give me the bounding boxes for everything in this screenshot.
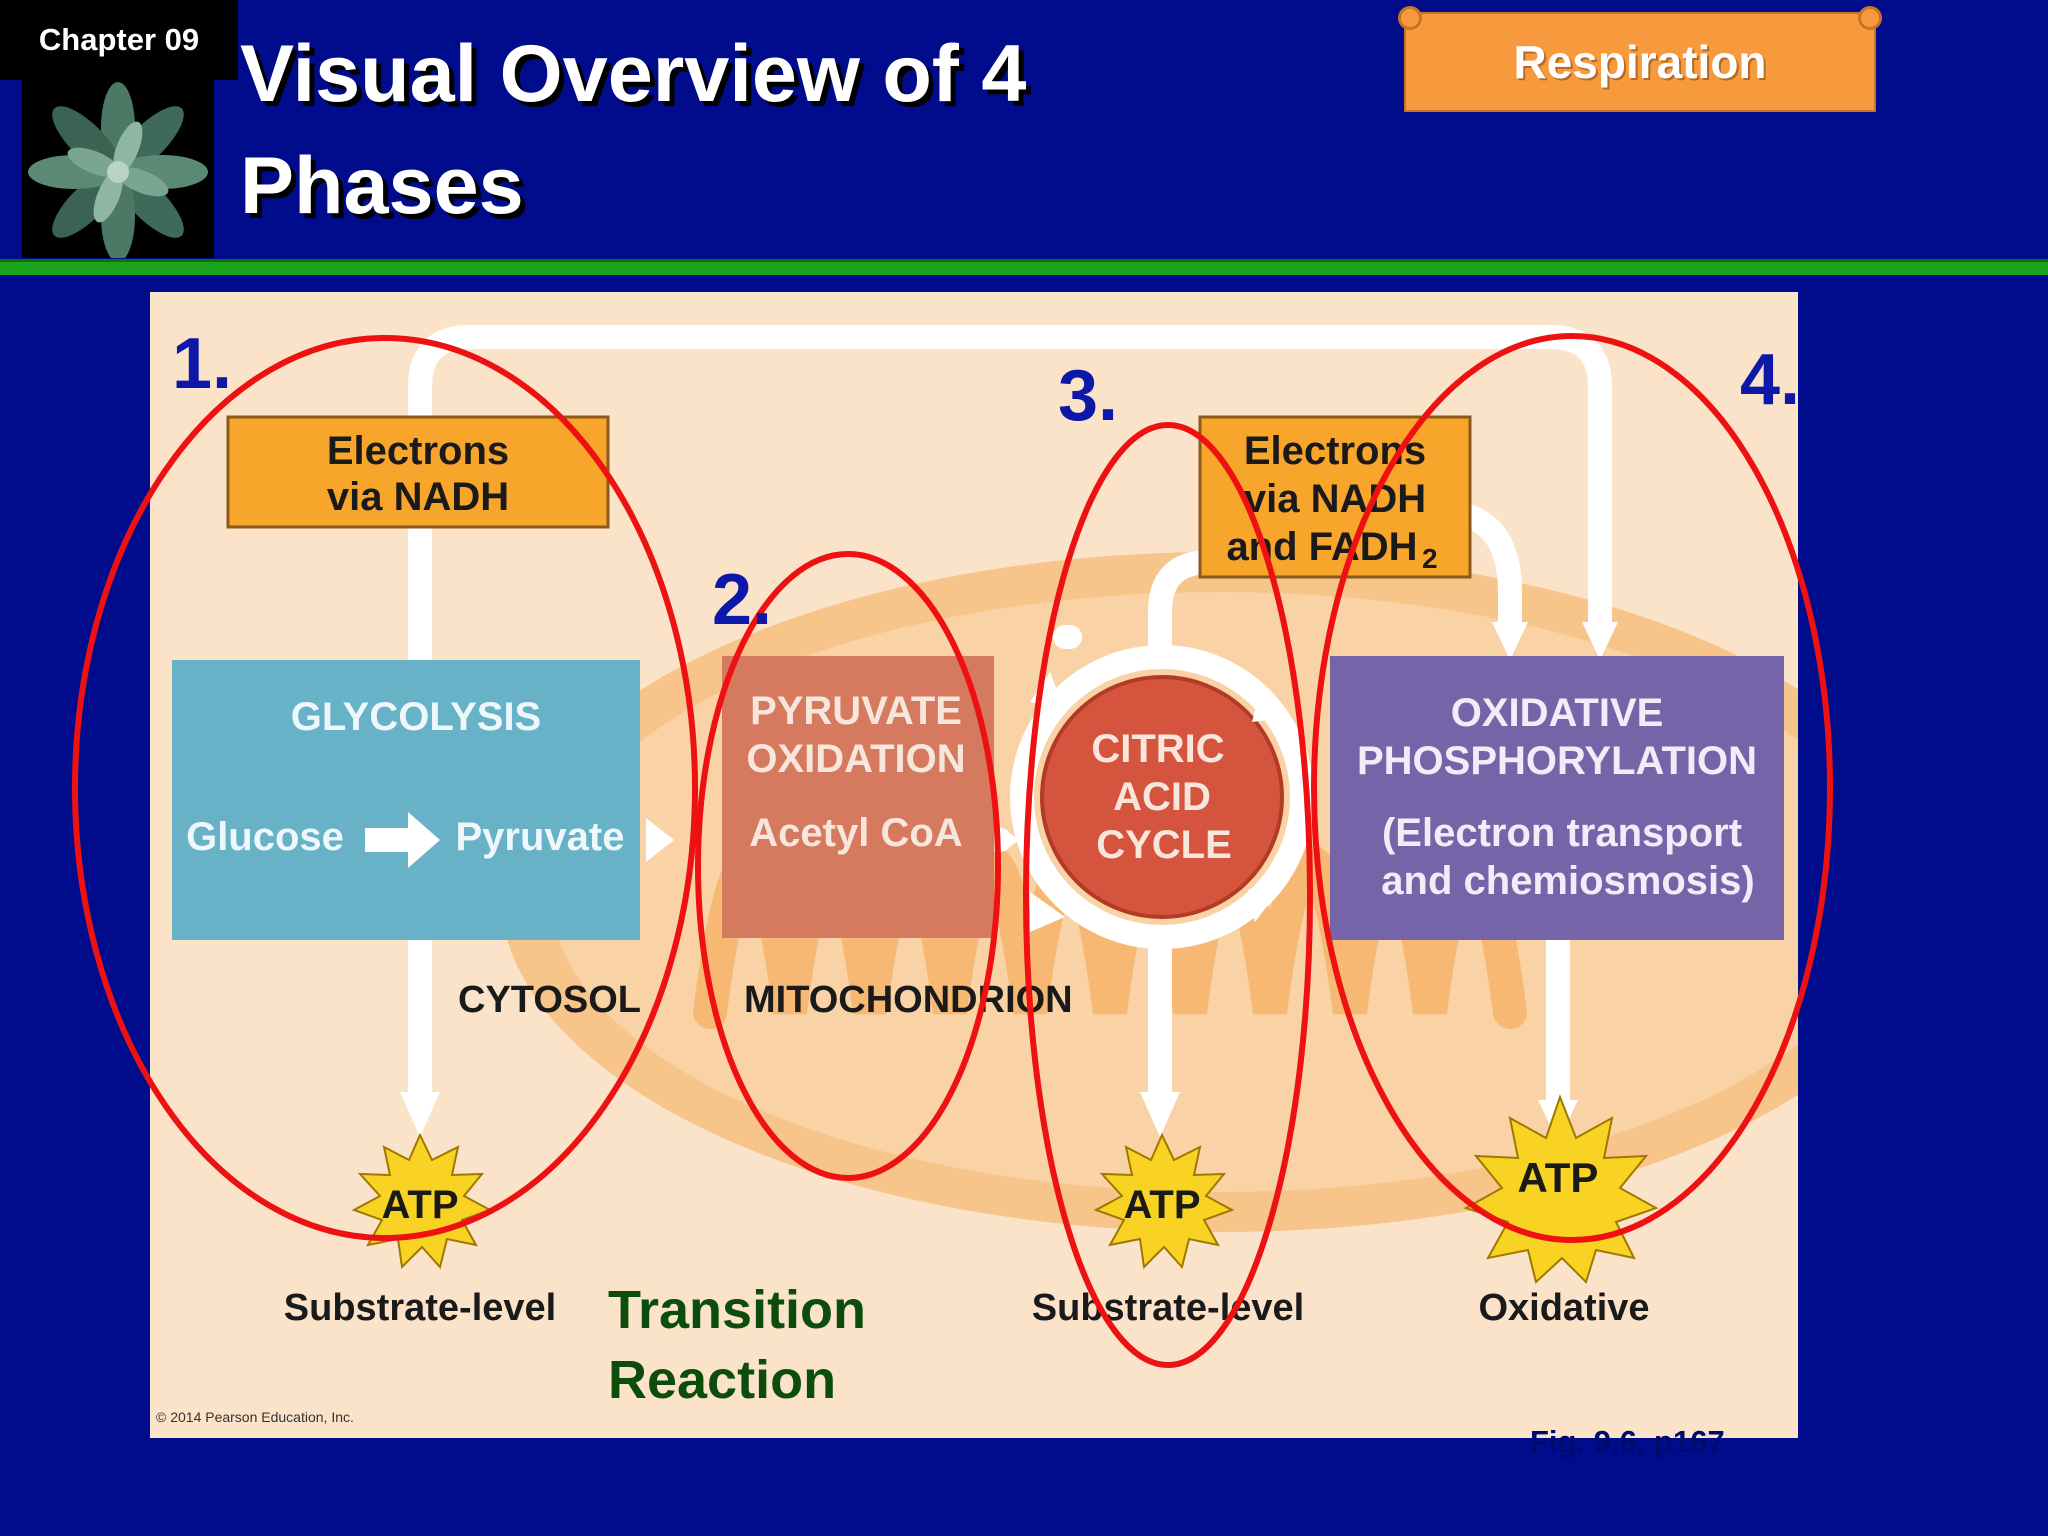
- oxidative-detail-1: (Electron transport: [1382, 811, 1742, 855]
- oxidative-title-1: OXIDATIVE: [1451, 691, 1664, 735]
- cycle-label: CYCLE: [1096, 823, 1232, 867]
- respiration-figure: Electrons via NADH Electrons via NADH an…: [150, 292, 1798, 1438]
- scroll-curl-icon: [1858, 6, 1882, 30]
- oxidative-phosphorylation-box: OXIDATIVE PHOSPHORYLATION (Electron tran…: [1330, 656, 1784, 940]
- acetyl-coa-label: Acetyl CoA: [749, 811, 962, 855]
- copyright-note: © 2014 Pearson Education, Inc.: [156, 1409, 354, 1425]
- acid-label: ACID: [1113, 775, 1211, 819]
- glycolysis-title: GLYCOLYSIS: [291, 695, 541, 739]
- section-label: Respiration: [1513, 36, 1767, 88]
- pyruvate-oxidation-title-2: OXIDATION: [746, 737, 965, 781]
- cytosol-label: CYTOSOL: [458, 979, 641, 1021]
- fadh-subscript: 2: [1422, 543, 1438, 574]
- glycolysis-box: GLYCOLYSIS Glucose Pyruvate: [172, 660, 640, 940]
- electrons-nadh-line-2: via NADH: [327, 475, 509, 519]
- chapter-label: Chapter 09: [0, 0, 238, 80]
- succulent-plant-image: [22, 80, 214, 258]
- electrons-nadh-box: Electrons via NADH: [226, 415, 610, 529]
- citric-acid-cycle: CITRIC ACID CYCLE: [1010, 645, 1314, 949]
- oxidative-detail-2: and chemiosmosis): [1381, 859, 1754, 903]
- section-banner: Respiration: [1398, 6, 1882, 112]
- title-line-1: Visual Overview of 4: [240, 29, 1027, 119]
- page-title: Visual Overview of 4 Phases: [240, 18, 1340, 242]
- atp-type-oxidative: Oxidative: [1478, 1287, 1649, 1329]
- citric-label: CITRIC: [1091, 727, 1224, 771]
- atp-label: ATP: [381, 1183, 458, 1227]
- title-line-2: Phases: [240, 141, 524, 231]
- pyruvate-oxidation-title-1: PYRUVATE: [750, 689, 962, 733]
- scroll-curl-icon: [1398, 6, 1422, 30]
- electrons-fadh-line-2: via NADH: [1244, 477, 1426, 521]
- figure-reference: Fig. 9.6, p167: [1530, 1424, 1725, 1459]
- oxidative-title-2: PHOSPHORYLATION: [1357, 739, 1757, 783]
- electrons-fadh-line-3: and FADH: [1226, 525, 1417, 569]
- electrons-fadh-line-1: Electrons: [1244, 429, 1426, 473]
- header-divider: [0, 259, 2048, 275]
- pyruvate-oxidation-box: PYRUVATE OXIDATION Acetyl CoA: [722, 656, 994, 938]
- atp-type-substrate-2: Substrate-level: [1032, 1287, 1304, 1329]
- glycolysis-input: Glucose: [186, 815, 344, 859]
- atp-burst-1: ATP: [351, 1132, 493, 1270]
- atp-type-substrate-1: Substrate-level: [284, 1287, 556, 1329]
- mitochondrion-label: MITOCHONDRION: [744, 979, 1073, 1021]
- atp-label: ATP: [1518, 1154, 1599, 1201]
- glycolysis-output: Pyruvate: [456, 815, 625, 859]
- atp-label: ATP: [1123, 1183, 1200, 1227]
- electrons-nadh-fadh-box: Electrons via NADH and FADH 2: [1198, 415, 1472, 579]
- electrons-nadh-line-1: Electrons: [327, 429, 509, 473]
